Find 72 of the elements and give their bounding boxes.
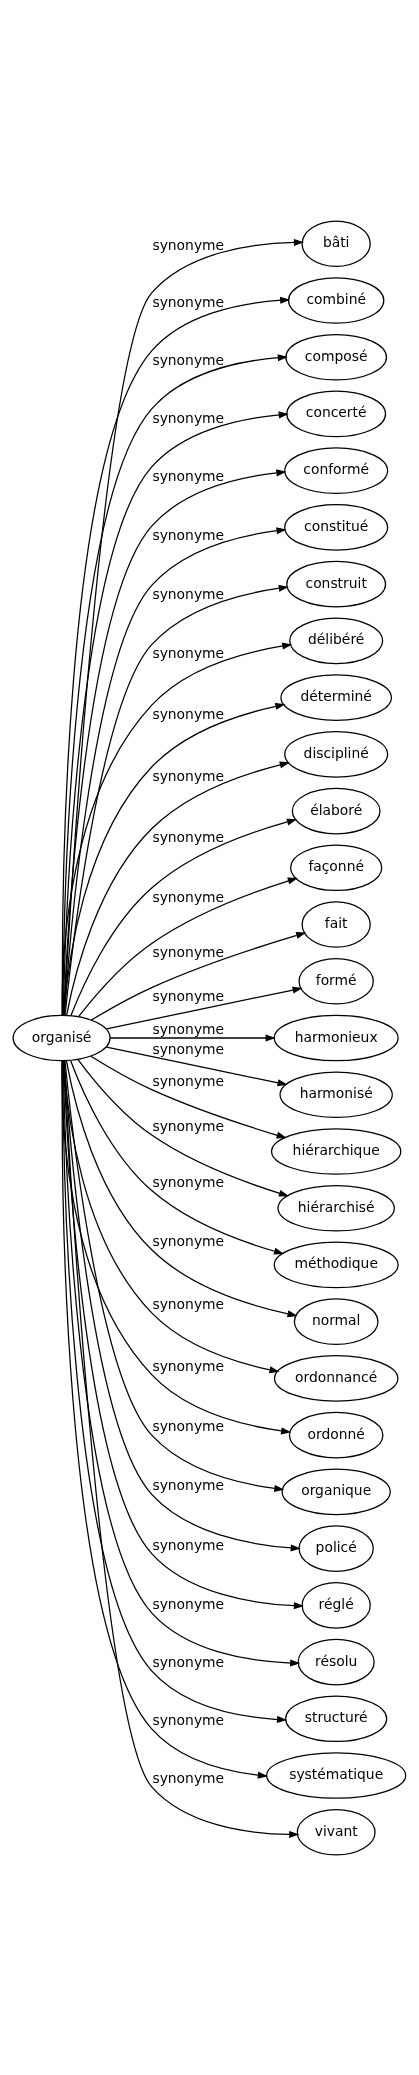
edge-label: synonyme — [152, 828, 225, 845]
edge-label: synonyme — [152, 1072, 225, 1089]
arrow — [61, 1059, 268, 1779]
arrow — [61, 1059, 292, 1434]
node-ellipse: constitué — [284, 503, 389, 551]
edge-label: synonyme — [152, 1295, 225, 1312]
edge-label: synonyme — [152, 1595, 225, 1612]
node-ellipse: systématique — [266, 1751, 407, 1799]
edge-label: synonyme — [152, 467, 225, 483]
edge-label: synonyme — [152, 351, 225, 368]
edge-label: synonyme — [152, 767, 225, 784]
arrow — [70, 818, 298, 1016]
edge-label: synonyme — [152, 1417, 225, 1434]
arrow — [78, 877, 298, 1017]
arrow — [77, 1058, 290, 1197]
arrow — [66, 760, 290, 1016]
edge-label: synonyme — [152, 526, 225, 543]
node-ellipse: déterminé — [280, 673, 393, 721]
arrow — [90, 1055, 287, 1139]
node-ellipse: organisé — [12, 1014, 111, 1061]
arrow — [65, 1059, 298, 1317]
edge-label: synonyme — [152, 1476, 225, 1493]
edge-label: synonyme — [152, 1357, 225, 1374]
arrow — [70, 1059, 285, 1255]
node-ellipse: formé — [298, 957, 374, 1005]
node-ellipse: harmonieux — [273, 1014, 399, 1061]
node-ellipse: délibéré — [289, 617, 384, 664]
edge-label: synonyme — [152, 409, 225, 426]
arrow — [64, 1059, 285, 1492]
node-ellipse: construit — [286, 560, 387, 607]
edge-label: synonyme — [152, 1711, 225, 1728]
node-ellipse: organique — [281, 1468, 391, 1515]
node-ellipse: fait — [301, 900, 371, 948]
edge-label: synonyme — [152, 1232, 225, 1249]
arrow — [105, 986, 303, 1029]
arrow — [105, 1046, 288, 1086]
edge-label: synonyme — [152, 1653, 225, 1670]
edge-label: synonyme — [152, 888, 225, 905]
edge-label: synonyme — [152, 1040, 225, 1057]
node-ellipse: conformé — [284, 446, 389, 494]
node-ellipse: normal — [293, 1297, 379, 1345]
node-ellipse: combiné — [287, 276, 385, 324]
node-ellipse: discipliné — [284, 730, 389, 778]
edge-label: synonyme — [152, 1173, 225, 1190]
edge-label: synonyme — [152, 585, 225, 602]
arrow — [63, 702, 286, 1016]
node-ellipse: composé — [285, 333, 388, 381]
edge-label: synonyme — [152, 943, 225, 960]
edge-label: synonyme — [152, 1117, 225, 1134]
node-ellipse: vivant — [296, 1808, 376, 1856]
edge-label: synonyme — [152, 293, 225, 310]
edge-label: synonyme — [152, 644, 225, 661]
node-ellipse: policé — [298, 1524, 374, 1572]
edge-label: synonyme — [152, 705, 225, 722]
node-ellipse: réglé — [301, 1581, 371, 1629]
node-ellipse: élaboré — [291, 787, 381, 834]
edge-label: synonyme — [152, 1536, 225, 1553]
node-ellipse: concerté — [286, 390, 387, 437]
arrow — [63, 1059, 300, 1838]
edge-label: synonyme — [152, 236, 225, 253]
node-ellipse: structuré — [285, 1694, 388, 1742]
arrow — [90, 931, 307, 1021]
arrow — [109, 1033, 276, 1042]
node-ellipse: ordonné — [288, 1411, 384, 1458]
edge-label: synonyme — [152, 1020, 225, 1037]
node-ellipse: hiérarchique — [270, 1127, 402, 1175]
edge-label: synonyme — [152, 987, 225, 1004]
edge-label: synonyme — [152, 1769, 225, 1786]
node-ellipse: résolu — [297, 1638, 375, 1685]
node-ellipse: bâti — [301, 219, 371, 267]
arrow — [61, 642, 293, 1016]
node-ellipse: ordonnancé — [273, 1354, 399, 1402]
